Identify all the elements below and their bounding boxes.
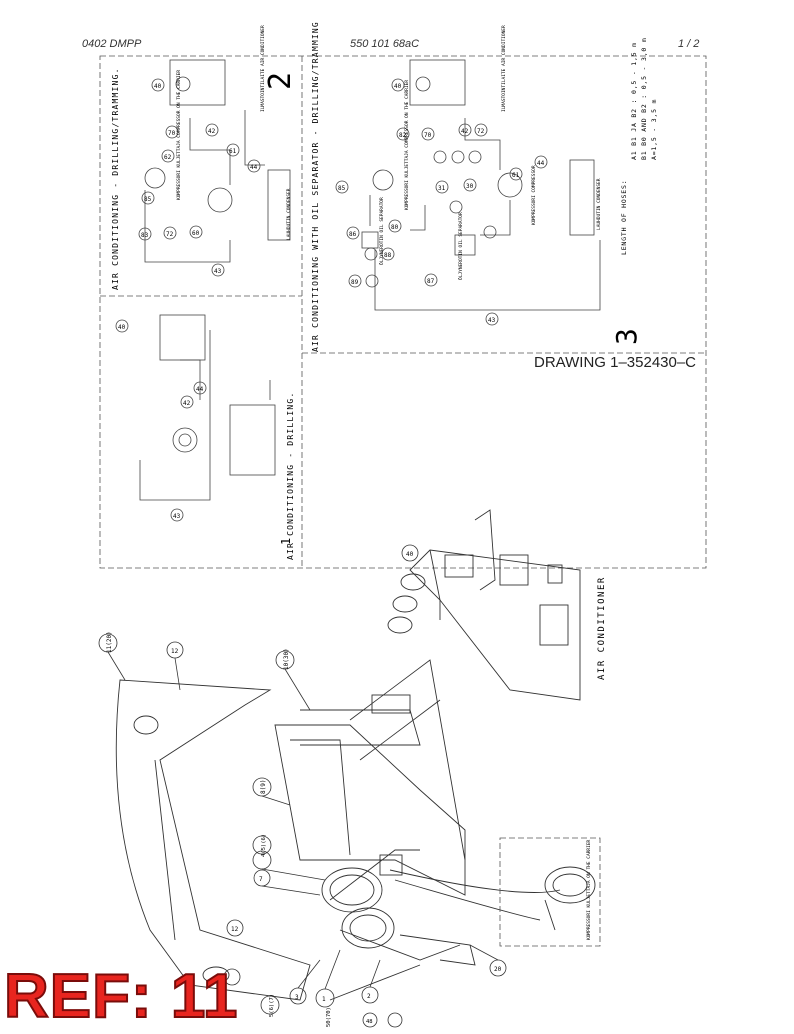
header-part-number: 550 101 68aC (350, 38, 420, 50)
header-doc-code: 0402 DMPP (82, 38, 142, 50)
callout-44: 44 (196, 386, 204, 393)
panel-2 (138, 59, 291, 277)
callout-85-p2: 85 (144, 196, 152, 203)
reference-label: REF: 11 (3, 962, 239, 1031)
panel-3-number: 3 (610, 328, 643, 345)
callout-7: 7 (259, 876, 263, 883)
hose-length-d: A=1,5 - 3,5 m (650, 99, 658, 160)
callout-31-p3: 31 (438, 185, 446, 192)
callout-87-p3: 87 (427, 278, 435, 285)
assembly-callouts (98, 544, 507, 1028)
callout-56: 5(6)(7) (269, 994, 275, 1017)
callout-43-p3: 43 (488, 317, 496, 324)
panel-2-title: AIR CONDITIONING - DRILLING/TRAMMING. (111, 67, 120, 290)
callout-12-top: 12 (171, 648, 179, 655)
panel-1 (115, 314, 276, 522)
callout-40-p2: 40 (154, 83, 162, 90)
panel-1-number: 1 (279, 538, 293, 545)
hose-length-a: A1 B1 JA B2 : 0,5 - 1,5 m (630, 42, 638, 160)
hose-length-c: B1 B0 AND B2 : 0,5 - 3,0 m (640, 37, 648, 160)
callout-42-p3: 42 (461, 128, 469, 135)
callout-20: 20 (494, 966, 502, 973)
callout-3: 3 (295, 994, 299, 1001)
callout-40-p3: 40 (394, 83, 402, 90)
condenser-label-p3: LAUHDUTIN CONDENSER (596, 178, 602, 230)
callout-43: 43 (173, 513, 181, 520)
compressor-carrier-label-p2: KOMPRESSORI KULJETTAJA COMPRESSOR ON THE… (176, 70, 182, 200)
aircon-label-p2: ILMASTOINTILAITE AIR CONDITIONER (260, 25, 266, 112)
callout-40: 40 (118, 324, 126, 331)
aircon-label-p3: ILMASTOINTILAITE AIR CONDITIONER (501, 25, 507, 112)
condenser-label-p2: LAUHDUTIN CONDENSER (286, 188, 292, 240)
panel-2-number: 2 (263, 72, 298, 90)
callout-8: 8(9) (260, 780, 267, 794)
callout-85-p3: 85 (338, 185, 346, 192)
callout-50: 50(70) (326, 1007, 332, 1027)
callout-44-p3: 44 (537, 160, 545, 167)
callout-10: 10(30) (283, 648, 290, 670)
callout-42-p2: 42 (208, 128, 216, 135)
detail-compressor-label: KOMPRESSORI KULJETTAJA ON THE CARRIER (586, 839, 592, 940)
air-conditioner-main-label: AIR CONDITIONER (597, 576, 607, 680)
callout-44-p2: 44 (250, 164, 258, 171)
callout-11: 11(20) (106, 631, 113, 653)
callout-62-p2: 62 (164, 154, 172, 161)
callout-61-p2: 61 (229, 148, 237, 155)
callout-70-p3: 70 (424, 132, 432, 139)
callout-60-p2: 60 (192, 230, 200, 237)
callout-86-p3: 86 (349, 231, 357, 238)
callout-61-p3: 61 (512, 172, 520, 179)
callout-72-p2: 72 (166, 231, 174, 238)
detail-frame (499, 837, 601, 947)
callout-82-p3: 82 (399, 132, 407, 139)
callout-4: 4(5)(6) (261, 834, 267, 857)
schematic-frame (99, 55, 707, 569)
callout-30-p3: 30 (466, 183, 474, 190)
assembly-illustration (115, 509, 596, 1001)
callout-12-bottom: 12 (231, 926, 239, 933)
callout-88-p3: 88 (384, 252, 392, 259)
header-page-number: 1 / 2 (678, 38, 700, 50)
panel-3-title: AIR CONDITIONING WITH OIL SEPARATOR - DR… (311, 21, 320, 352)
callout-83-p2: 83 (141, 232, 149, 239)
drawing-number: DRAWING 1–352430–C (534, 354, 697, 371)
callout-48: 48 (366, 1019, 373, 1025)
hose-length-title: LENGTH OF HOSES: (620, 180, 628, 255)
callout-70-p2: 70 (168, 130, 176, 137)
callout-80-p3: 80 (391, 224, 399, 231)
callout-1: 1 (322, 996, 326, 1003)
callout-42: 42 (183, 400, 191, 407)
compressor-carrier-label-p3: KOMPRESSORI KULJETTAJA COMPRESSOR ON THE… (404, 80, 410, 210)
compressor-label-p3: KOMPRESSORI COMPRESSOR (531, 165, 537, 225)
callout-89-p3: 89 (351, 279, 359, 286)
callout-2: 2 (367, 993, 371, 1000)
callout-72-p3: 72 (477, 128, 485, 135)
oil-separator-label-a: ÖLJYNEROTIN OIL SEPARATOR (378, 197, 385, 265)
callout-40-main: 40 (406, 551, 414, 558)
callout-43-p2: 43 (214, 268, 222, 275)
panel-1-title: AIR CONDITIONING - DRILLING. (286, 392, 295, 560)
panel-3 (335, 59, 601, 326)
oil-separator-label-b: ÖLJYNEROTIN OIL SEPARATOR (457, 212, 464, 280)
